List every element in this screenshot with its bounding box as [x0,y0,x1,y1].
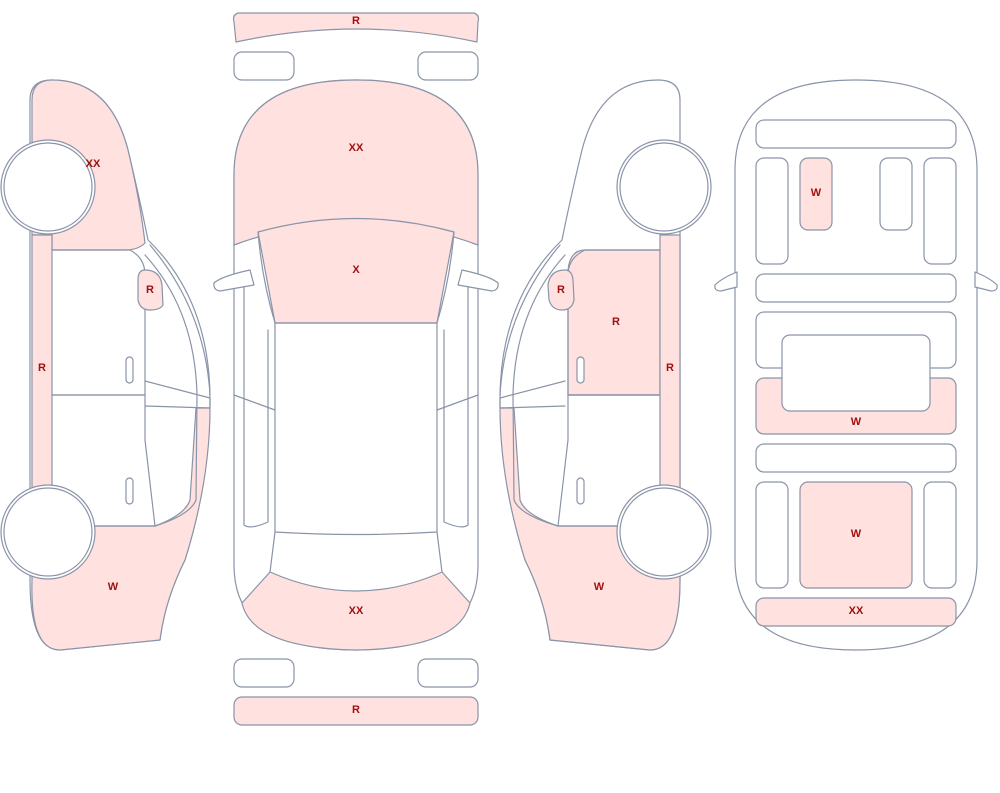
interior-left-front-door-trim[interactable] [755,157,789,265]
left-rear-wheel[interactable] [3,487,93,577]
left-rear-quarter-panel[interactable] [31,407,211,651]
right-front-wheel[interactable] [619,142,709,232]
rear-bumper-top-label: XX [349,605,364,617]
left-mirror-top[interactable] [213,269,255,292]
left-fender-label: XX [86,158,101,170]
right-a-pillar [436,231,455,324]
windshield-label: X [352,264,360,276]
left-rear-pillar [269,531,276,573]
right-side-view [499,79,712,651]
front-bumper-label: R [352,15,360,27]
right-rear-pillar [436,531,443,573]
interior-dashboard[interactable] [755,119,957,149]
left-window-inner [149,244,211,396]
left-front-door-handle[interactable] [125,356,134,384]
right-rear-wheel[interactable] [619,487,709,577]
front-right-headlight[interactable] [417,51,479,81]
interior-left-cargo-trim[interactable] [755,481,789,589]
interior-rear-shelf[interactable] [755,443,957,473]
right-front-door-handle[interactable] [576,356,585,384]
front-bumper-panel[interactable] [232,12,480,43]
right-rear-door-outline [557,394,661,527]
right-rear-door-handle[interactable] [576,477,585,505]
right-window-outline [512,254,566,527]
interior-front-seat[interactable] [799,157,833,231]
interior-console[interactable] [755,273,957,303]
right-sill-label: R [666,362,674,374]
interior-right-front-door-trim[interactable] [923,157,957,265]
rear-bumper-strip-label: R [352,704,360,716]
interior-left-mirror[interactable] [714,271,738,292]
left-door-line [233,394,276,411]
interior-cargo[interactable] [799,481,913,589]
left-mirror-panel[interactable] [137,269,164,311]
left-sill-label: R [38,362,46,374]
interior-view [714,79,998,651]
rear-left-taillight[interactable] [233,658,295,688]
interior-right-cargo-trim[interactable] [923,481,957,589]
left-rear-quarter-label: W [108,581,119,593]
right-mirror-panel[interactable] [547,269,575,311]
rear-right-taillight[interactable] [417,658,479,688]
right-mirror-top[interactable] [457,269,499,292]
hood-label: XX [349,142,364,154]
interior-trunk-label: XX [849,605,864,617]
left-body-side [243,284,269,528]
interior-trunk[interactable] [755,597,957,627]
interior-front-seat-label: W [811,187,822,199]
rear-bumper-strip-panel[interactable] [233,696,479,726]
right-mirror-label: R [557,284,565,296]
left-b-pillar [144,380,211,409]
right-b-pillar [499,380,566,409]
right-rear-quarter-panel[interactable] [499,407,681,651]
right-body-side [443,284,469,528]
right-door-line [436,394,479,411]
left-mirror-label: R [146,284,154,296]
left-rear-door-outline [51,394,156,527]
right-front-door-label: R [612,316,620,328]
right-window-inner [499,244,561,396]
front-left-headlight[interactable] [233,51,295,81]
left-rear-door-handle[interactable] [125,477,134,505]
left-a-pillar [257,231,276,324]
interior-rear-seat[interactable] [781,334,931,412]
left-front-wheel[interactable] [3,142,93,232]
right-rear-quarter-label: W [594,581,605,593]
damage-labels: R XX X XX R XX R R W R R R W W W W XX [38,15,864,716]
left-side-view [0,79,211,651]
rear-bumper-top-panel[interactable] [241,571,471,651]
interior-rear-area-label: W [851,416,862,428]
top-view [213,12,499,726]
interior-right-mirror[interactable] [974,271,998,292]
left-window-outline [144,254,198,527]
interior-front-passenger-seat[interactable] [879,157,913,231]
interior-cargo-label: W [851,528,862,540]
